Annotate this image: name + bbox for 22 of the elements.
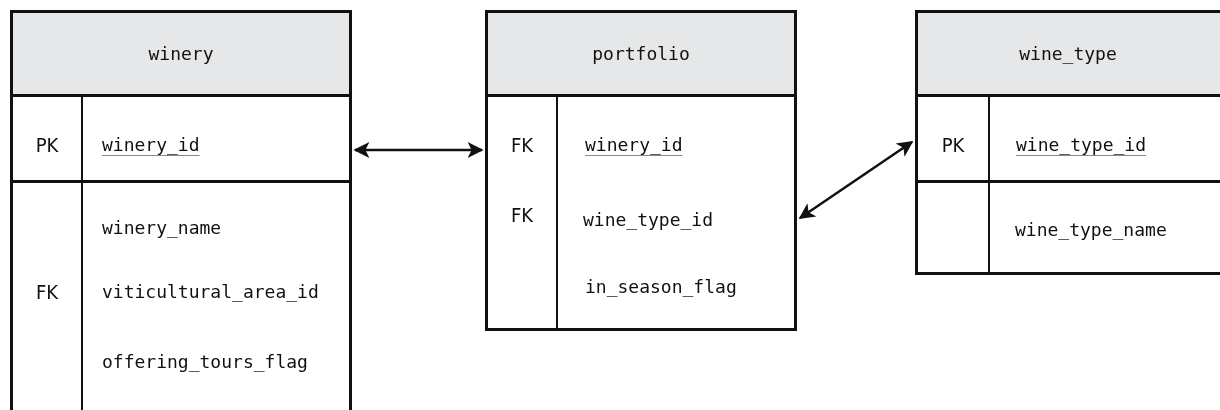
table-header: winery	[13, 13, 349, 97]
column-name: in_season_flag	[585, 275, 737, 299]
column-name: wine_type_id	[1016, 133, 1147, 157]
column-name: offering_tours_flag	[102, 350, 308, 374]
key-label: FK	[509, 133, 535, 157]
column-name: wine_type_name	[1015, 218, 1167, 242]
key-label: FK	[34, 280, 60, 304]
relationship-arrow	[798, 140, 914, 220]
table-header: portfolio	[488, 13, 794, 97]
relationship-arrow	[353, 142, 484, 158]
entity-table	[915, 10, 1220, 275]
table-header: wine_type	[918, 13, 1220, 97]
column-name: winery_id	[102, 133, 200, 157]
column-name: winery_name	[102, 216, 222, 240]
column-name: winery_id	[585, 133, 683, 157]
key-label: PK	[940, 133, 966, 157]
entity-table	[485, 10, 797, 331]
key-label: PK	[34, 133, 60, 157]
entity-table	[10, 10, 352, 410]
key-label: FK	[509, 203, 535, 227]
column-name: wine_type_id	[583, 208, 714, 232]
column-name: viticultural_area_id	[102, 280, 319, 304]
